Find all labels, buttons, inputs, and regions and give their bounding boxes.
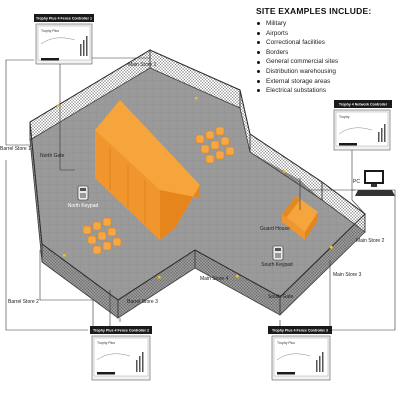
- label-guard-house: Guard House: [260, 226, 290, 232]
- south-keypad: South Keypad: [261, 245, 293, 268]
- pc-computer: PC: [353, 170, 395, 196]
- label-main-store-4: Main Store 4: [200, 276, 229, 282]
- site-examples-list: Military Airports Correctional facilitie…: [256, 19, 396, 96]
- label-barrel-store-3: Barrel Store 3: [127, 299, 158, 305]
- connection-lines: [5, 57, 396, 332]
- label-barrel-store-1: Barrel Store 1: [0, 146, 31, 152]
- site-example-item: Airports: [256, 29, 396, 39]
- controller-network: Trophy 4 Network Controller Trophy: [333, 100, 392, 151]
- perimeter-fence: [29, 49, 366, 319]
- controller-3-brand: Trophy Plus: [277, 341, 295, 345]
- site-example-item: Electrical substations: [256, 86, 396, 96]
- controller-network-brand: Trophy: [339, 115, 350, 119]
- barrel-stack-top: [195, 126, 235, 164]
- south-keypad-label: South Keypad: [261, 262, 293, 268]
- north-keypad: North Keypad: [68, 185, 99, 209]
- warehouse-building: [95, 100, 200, 240]
- controller-fence-2: Trophy Plus 4 Fence Controller 2 Trophy …: [90, 326, 152, 381]
- barrel-stack-bottom: [82, 217, 122, 255]
- label-main-store-3: Main Store 3: [333, 272, 362, 278]
- controller-network-title: Trophy 4 Network Controller: [339, 103, 388, 107]
- controller-fence-3: Trophy Plus 4 Fence Controller 3 Trophy …: [268, 326, 332, 381]
- label-main-store-2: Main Store 2: [356, 238, 385, 244]
- pc-label: PC: [353, 179, 360, 185]
- site-example-item: Correctional facilities: [256, 38, 396, 48]
- site-example-item: Borders: [256, 48, 396, 58]
- label-north-gate: North Gate: [40, 153, 65, 159]
- site-example-item: Military: [256, 19, 396, 29]
- north-keypad-label: North Keypad: [68, 203, 99, 209]
- site-examples-heading: SITE EXAMPLES INCLUDE:: [256, 6, 372, 16]
- controller-2-brand: Trophy Plus: [97, 341, 115, 345]
- site-examples-panel: SITE EXAMPLES INCLUDE: Military Airports…: [256, 6, 396, 96]
- label-south-gate: South Gate: [268, 294, 294, 300]
- site-example-item: External storage areas: [256, 77, 396, 87]
- label-main-store-1: Main Store 1: [128, 62, 157, 68]
- controller-1-brand: Trophy Plus: [41, 29, 59, 33]
- controller-1-title: Trophy Plus 4 Fence Controller 1: [36, 17, 92, 21]
- controller-2-title: Trophy Plus 4 Fence Controller 2: [93, 329, 149, 333]
- controller-fence-1: Trophy Plus 4 Fence Controller 1 Trophy …: [34, 14, 94, 65]
- label-barrel-store-2: Barrel Store 2: [8, 299, 39, 305]
- site-example-item: Distribution warehousing: [256, 67, 396, 77]
- controller-3-title: Trophy Plus 4 Fence Controller 3: [272, 329, 328, 333]
- site-example-item: General commercial sites: [256, 57, 396, 67]
- guard-house: [282, 196, 318, 240]
